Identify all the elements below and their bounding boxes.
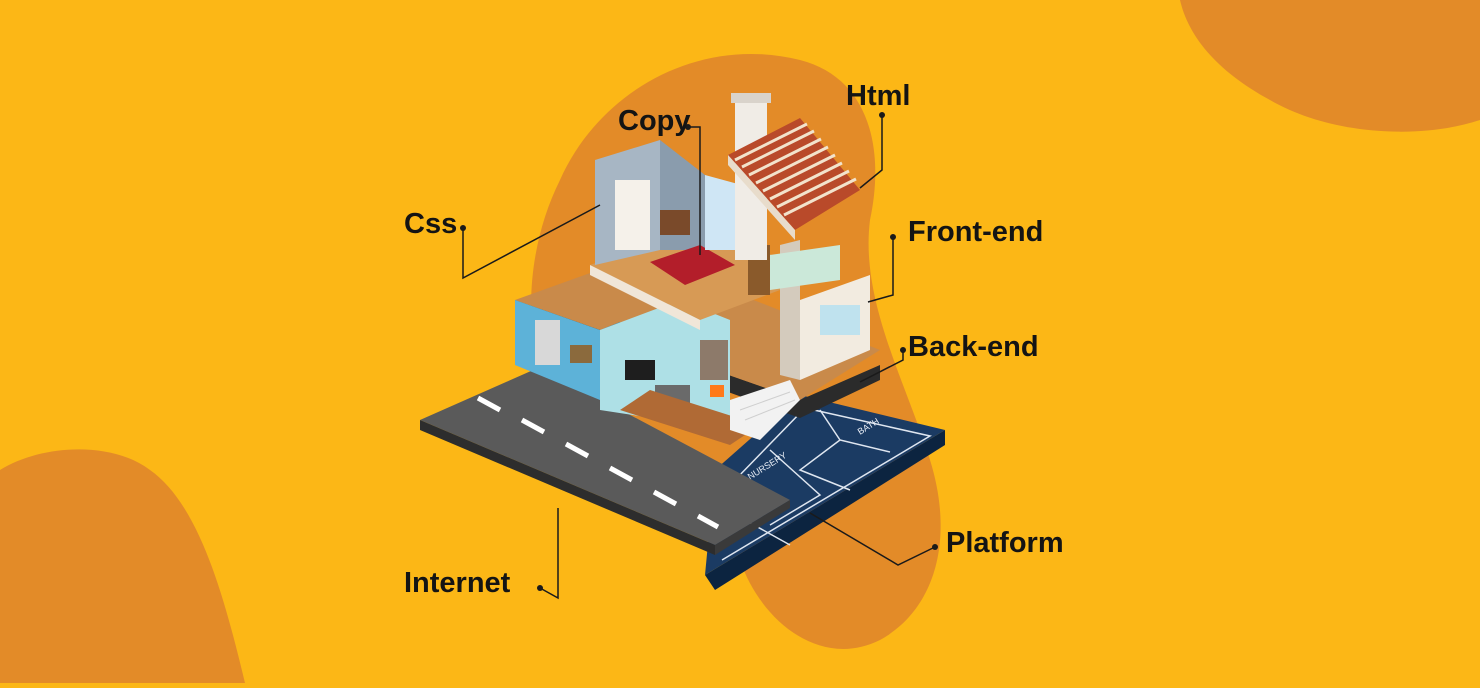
label-internet: Internet [404,567,511,599]
top-right-blob [1180,0,1480,132]
label-copy: Copy [618,105,691,137]
connector-dots [460,112,938,591]
connector-lines [462,115,936,600]
label-html: Html [846,80,911,112]
css-connector [462,204,601,280]
back-end-connector [859,350,904,383]
internet-connector [539,508,559,600]
floorplan-slab: NURSERY BATH [705,395,945,590]
copy-connector [688,126,701,255]
html-connector [859,115,883,189]
label-front-end: Front-end [908,216,1044,248]
road [420,367,790,555]
label-css: Css [404,208,458,240]
label-platform: Platform [946,527,1064,559]
bottom-left-blob [0,449,245,683]
house [515,93,880,445]
front-end-connector [867,237,894,303]
label-back-end: Back-end [908,331,1039,363]
platform-connector [809,512,936,566]
